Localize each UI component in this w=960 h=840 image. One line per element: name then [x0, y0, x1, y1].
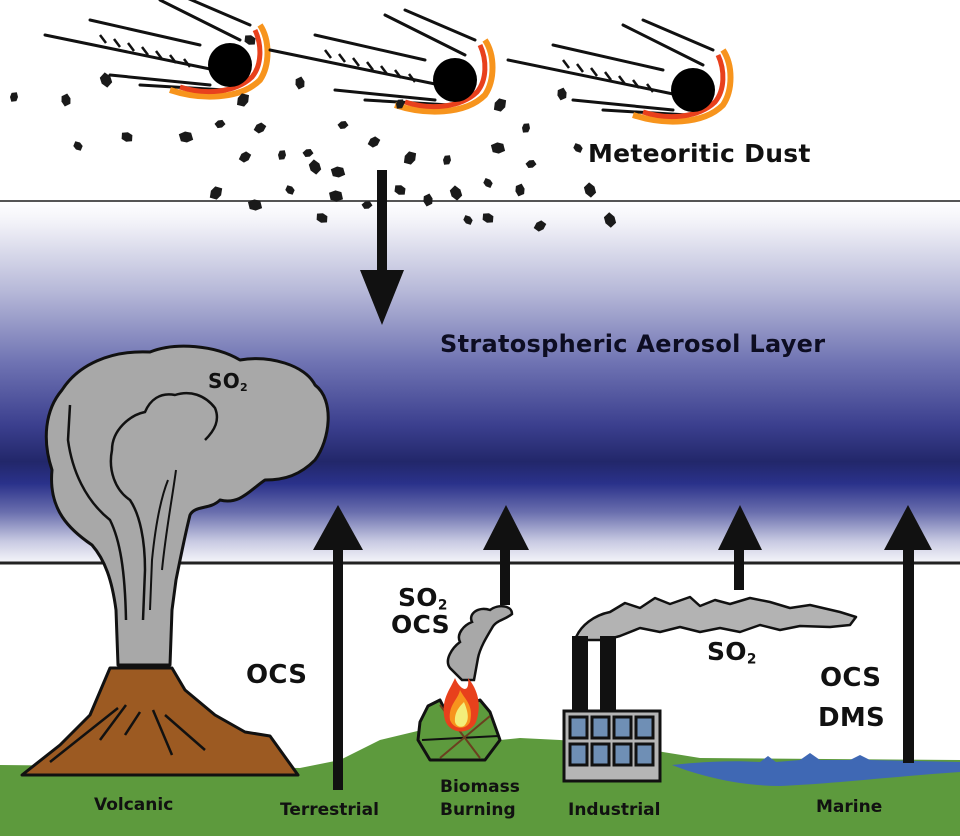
arrow-up-icon	[483, 505, 529, 605]
dust-particle-icon	[583, 182, 597, 198]
source-label-volcanic: Volcanic	[94, 795, 174, 815]
dust-particle-icon	[557, 87, 567, 101]
dust-particle-icon	[308, 159, 322, 175]
dust-particle-icon	[573, 143, 583, 153]
dust-particle-icon	[443, 155, 451, 165]
factory-windows	[568, 715, 655, 767]
dust-particle-icon	[423, 193, 433, 207]
dust-particle-icon	[209, 186, 223, 200]
biomass-so2-label: SO2	[398, 583, 448, 614]
arrow-down-icon	[360, 170, 404, 325]
dust-particles	[10, 35, 617, 232]
dust-particle-icon	[316, 213, 328, 223]
stratospheric-layer-label: Stratospheric Aerosol Layer	[440, 330, 826, 358]
source-label-industrial: Industrial	[568, 800, 661, 820]
dust-particle-icon	[330, 166, 346, 178]
dust-particle-icon	[247, 199, 263, 211]
dust-particle-icon	[238, 151, 252, 163]
window	[568, 715, 589, 740]
dust-particle-icon	[237, 93, 249, 107]
source-label-marine: Marine	[816, 797, 883, 817]
dust-particle-icon	[396, 99, 404, 109]
window	[568, 742, 589, 767]
dust-particle-icon	[178, 131, 194, 143]
arrow-up-icon	[884, 505, 932, 763]
dust-particle-icon	[73, 141, 83, 151]
water-waves-icon	[672, 753, 960, 786]
dust-particle-icon	[515, 183, 525, 197]
factory-icon	[562, 595, 858, 783]
dust-particle-icon	[449, 185, 463, 201]
arrow-up-icon	[718, 505, 762, 590]
dust-particle-icon	[99, 72, 113, 88]
dust-particle-icon	[482, 213, 494, 223]
dust-particle-icon	[244, 35, 256, 45]
dust-particle-icon	[121, 132, 133, 142]
dust-particle-icon	[403, 151, 417, 165]
dust-particle-icon	[295, 76, 305, 90]
dust-particle-icon	[493, 98, 507, 112]
dust-particle-icon	[302, 149, 314, 157]
dust-particle-icon	[361, 201, 373, 209]
dust-particle-icon	[329, 190, 343, 202]
dust-particle-icon	[214, 119, 226, 129]
fire-icon	[416, 605, 514, 762]
dust-particle-icon	[603, 212, 617, 228]
dust-particle-icon	[490, 142, 506, 154]
dust-particle-icon	[367, 136, 381, 148]
dust-particle-icon	[394, 185, 406, 195]
dust-particle-icon	[285, 185, 295, 195]
meteors	[43, 0, 734, 125]
window	[612, 742, 633, 767]
volcano-icon	[20, 344, 330, 777]
window	[634, 715, 655, 740]
marine-dms-label: DMS	[818, 703, 886, 733]
window	[590, 742, 611, 767]
meteor-icon	[506, 18, 734, 125]
dust-particle-icon	[278, 150, 286, 160]
dust-particle-icon	[10, 92, 18, 102]
meteor-icon	[43, 0, 271, 100]
window	[612, 715, 633, 740]
dust-particle-icon	[463, 215, 473, 225]
source-label-biomass: Biomass	[440, 777, 520, 797]
dust-particle-icon	[533, 220, 547, 232]
industrial-so2-label: SO2	[707, 637, 757, 668]
window	[634, 742, 655, 767]
marine-ocs-label: OCS	[820, 663, 882, 693]
source-label-burning: Burning	[440, 800, 516, 820]
dust-particle-icon	[522, 123, 530, 133]
meteoritic-dust-label: Meteoritic Dust	[588, 139, 811, 168]
meteor-icon	[268, 8, 496, 115]
terrestrial-ocs-label: OCS	[246, 660, 308, 690]
dust-particle-icon	[253, 122, 267, 134]
dust-particle-icon	[337, 121, 349, 129]
dust-particle-icon	[525, 160, 537, 168]
arrow-up-icon	[313, 505, 363, 790]
source-label-terrestrial: Terrestrial	[280, 800, 379, 820]
window	[590, 715, 611, 740]
biomass-ocs-label: OCS	[391, 610, 450, 639]
ground	[0, 728, 960, 836]
dust-particle-icon	[61, 93, 71, 107]
dust-particle-icon	[483, 178, 493, 188]
volcanic-so2-label: SO2	[208, 369, 248, 394]
